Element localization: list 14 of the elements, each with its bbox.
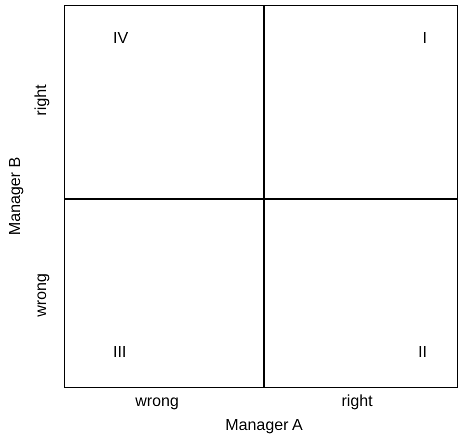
axis-tick-label: wrong [135, 393, 179, 411]
quadrant [263, 198, 458, 388]
axis-tick-label: wrong [33, 273, 51, 317]
quadrant-numeral: I [422, 30, 427, 48]
quadrant [64, 5, 265, 200]
quadrant-numeral: II [418, 344, 427, 362]
quadrant [64, 198, 265, 388]
axis-tick-label: right [33, 84, 51, 116]
axis-tick-label: right [341, 393, 373, 411]
quadrant-numeral: IV [113, 30, 128, 48]
axis-title: Manager B [7, 156, 25, 236]
axis-title: Manager A [225, 417, 303, 435]
quadrant-numeral: III [113, 344, 126, 362]
quadrant [263, 5, 458, 200]
